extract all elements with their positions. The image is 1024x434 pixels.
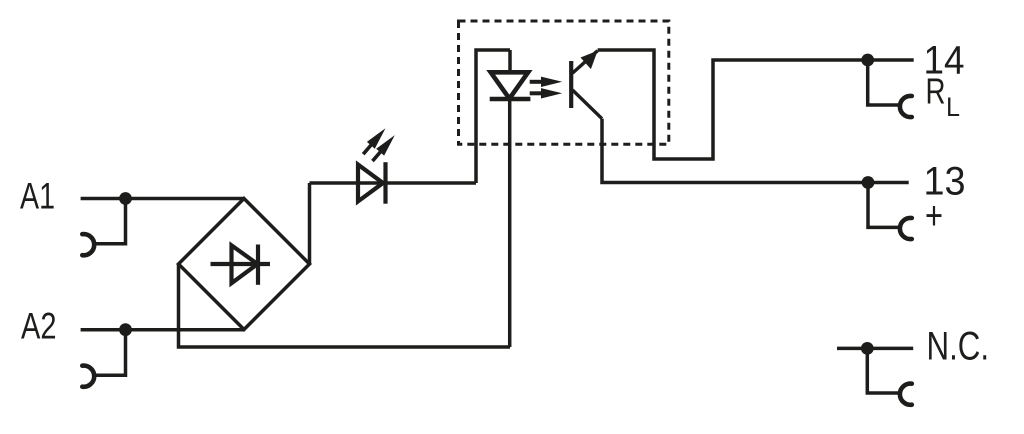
svg-text:A1: A1: [20, 175, 55, 217]
svg-text:L: L: [946, 92, 960, 122]
svg-text:+: +: [925, 194, 943, 238]
svg-text:R: R: [926, 71, 946, 112]
svg-text:13: 13: [924, 160, 966, 204]
svg-text:A2: A2: [21, 305, 57, 347]
svg-text:14: 14: [924, 39, 965, 83]
svg-text:N.C.: N.C.: [927, 325, 990, 369]
